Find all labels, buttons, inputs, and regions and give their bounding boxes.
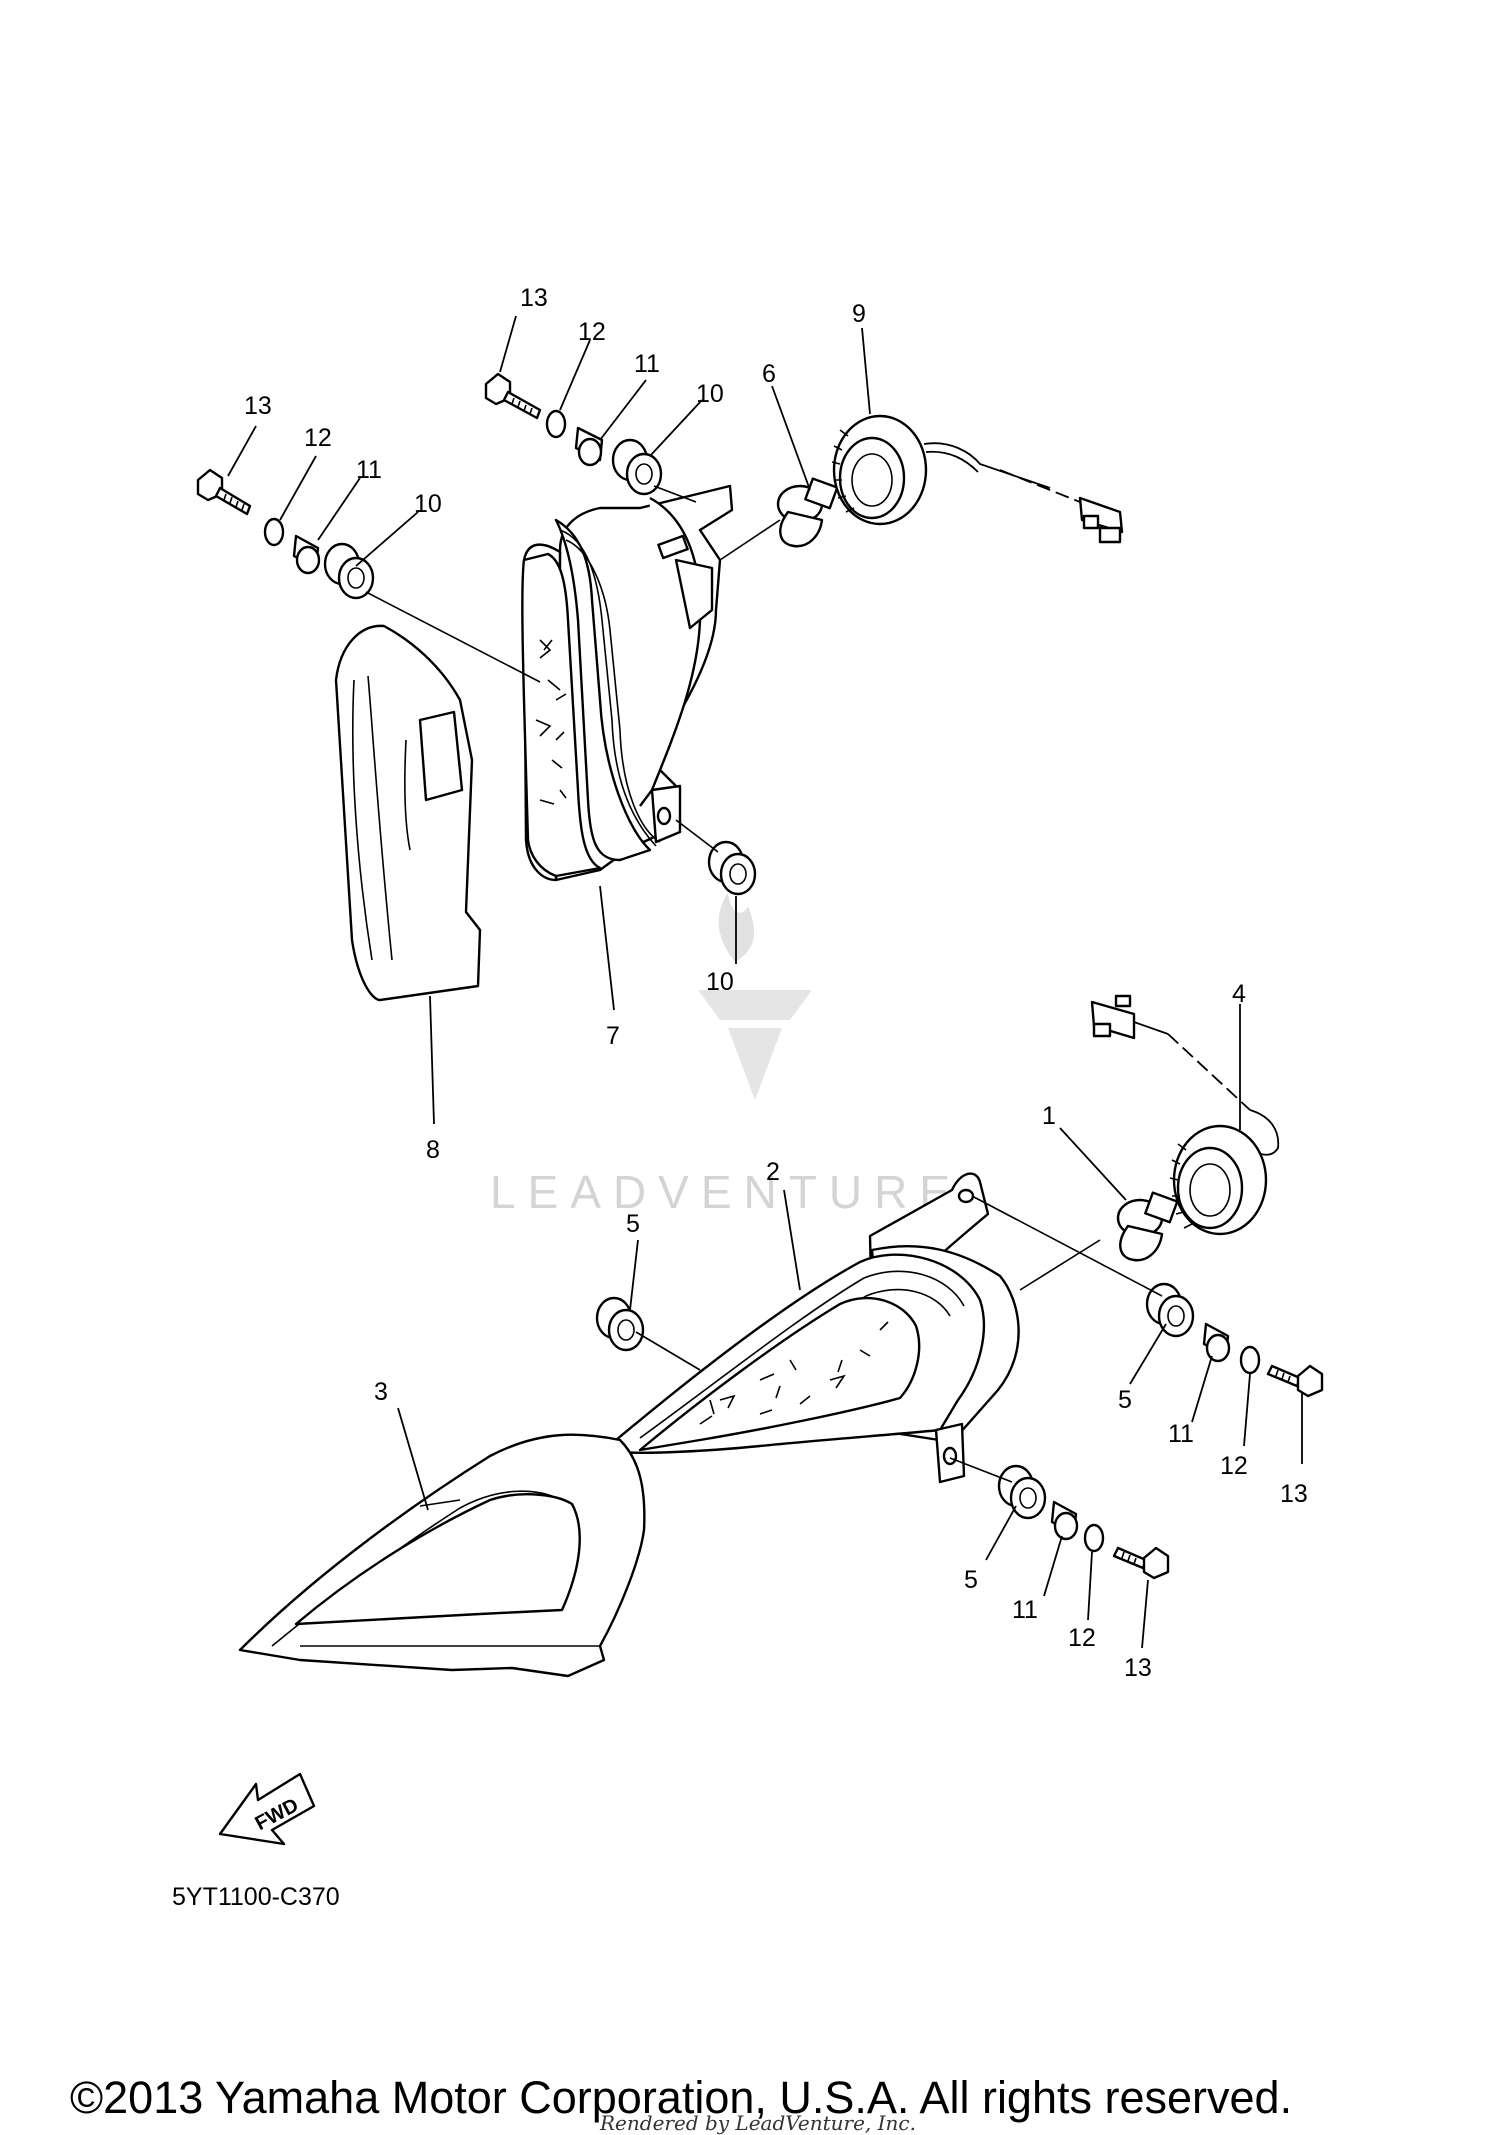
upper-socket (831, 414, 1124, 544)
lower-right-collar (1202, 1322, 1231, 1363)
upper-left-bolt (196, 468, 252, 516)
callout-6: 6 (762, 360, 776, 388)
callout-8: 8 (426, 1136, 440, 1164)
lower-harness-connector (1090, 994, 1136, 1040)
upper-right-washer (545, 409, 567, 439)
lower-cover (238, 1433, 646, 1678)
callout-4: 4 (1232, 980, 1246, 1008)
leadventure-watermark: LEADVENTURE (490, 892, 962, 1218)
upper-left-collar (292, 534, 321, 575)
lower-bottom-bolt (1112, 1546, 1170, 1580)
lower-lens-housing (614, 1172, 1020, 1484)
upper-left-grommet (323, 542, 375, 600)
callout-10: 10 (696, 380, 724, 408)
callout-5: 5 (626, 1210, 640, 1238)
callout-7: 7 (606, 1022, 620, 1050)
callout-13: 13 (1124, 1654, 1152, 1682)
upper-leader-lines (227, 315, 871, 1125)
lower-bottom-grommet (997, 1464, 1047, 1520)
callout-9: 9 (852, 300, 866, 328)
upper-right-collar (574, 426, 604, 467)
upper-left-washer (263, 517, 285, 547)
callout-12: 12 (1068, 1624, 1096, 1652)
lower-bottom-washer (1083, 1523, 1105, 1553)
lower-leader-lines (397, 1004, 1303, 1649)
lower-right-washer (1239, 1345, 1261, 1375)
callout-3: 3 (374, 1378, 388, 1406)
callout-labels: 13 12 11 10 13 12 11 10 6 9 7 8 10 4 1 2… (244, 284, 1308, 1682)
watermark-text: LEADVENTURE (490, 1166, 962, 1218)
fwd-arrow: FWD (218, 1772, 316, 1846)
callout-13: 13 (244, 392, 272, 420)
callout-10: 10 (706, 968, 734, 996)
lower-bulb (1116, 1191, 1179, 1262)
callout-12: 12 (578, 318, 606, 346)
lower-bottom-collar (1050, 1500, 1079, 1541)
callout-11: 11 (634, 350, 660, 378)
upper-bulb (776, 477, 839, 548)
callout-2: 2 (766, 1158, 780, 1186)
rendered-by-note: Rendered by LeadVenture, Inc. (600, 2111, 916, 2135)
callout-10: 10 (414, 490, 442, 518)
callout-5: 5 (1118, 1386, 1132, 1414)
callout-5: 5 (964, 1566, 978, 1594)
callout-13: 13 (520, 284, 548, 312)
upper-right-bolt (484, 372, 542, 420)
callout-12: 12 (1220, 1452, 1248, 1480)
callout-11: 11 (356, 456, 382, 484)
copyright-notice: ©2013 Yamaha Motor Corporation, U.S.A. A… (70, 2072, 1293, 2123)
upper-right-grommet (611, 438, 663, 496)
lower-left-grommet (595, 1296, 645, 1352)
lower-right-grommet (1145, 1282, 1195, 1338)
upper-harness-connector (1078, 496, 1124, 544)
upper-cover (334, 624, 482, 1002)
callout-13: 13 (1280, 1480, 1308, 1508)
callout-11: 11 (1168, 1420, 1194, 1448)
callout-11: 11 (1012, 1596, 1038, 1624)
lower-socket (1090, 994, 1280, 1236)
callout-12: 12 (304, 424, 332, 452)
upper-lens-housing (521, 484, 734, 882)
diagram-code: 5YT1100-C370 (172, 1883, 340, 1911)
callout-1: 1 (1042, 1102, 1056, 1130)
lower-right-bolt (1266, 1364, 1324, 1398)
